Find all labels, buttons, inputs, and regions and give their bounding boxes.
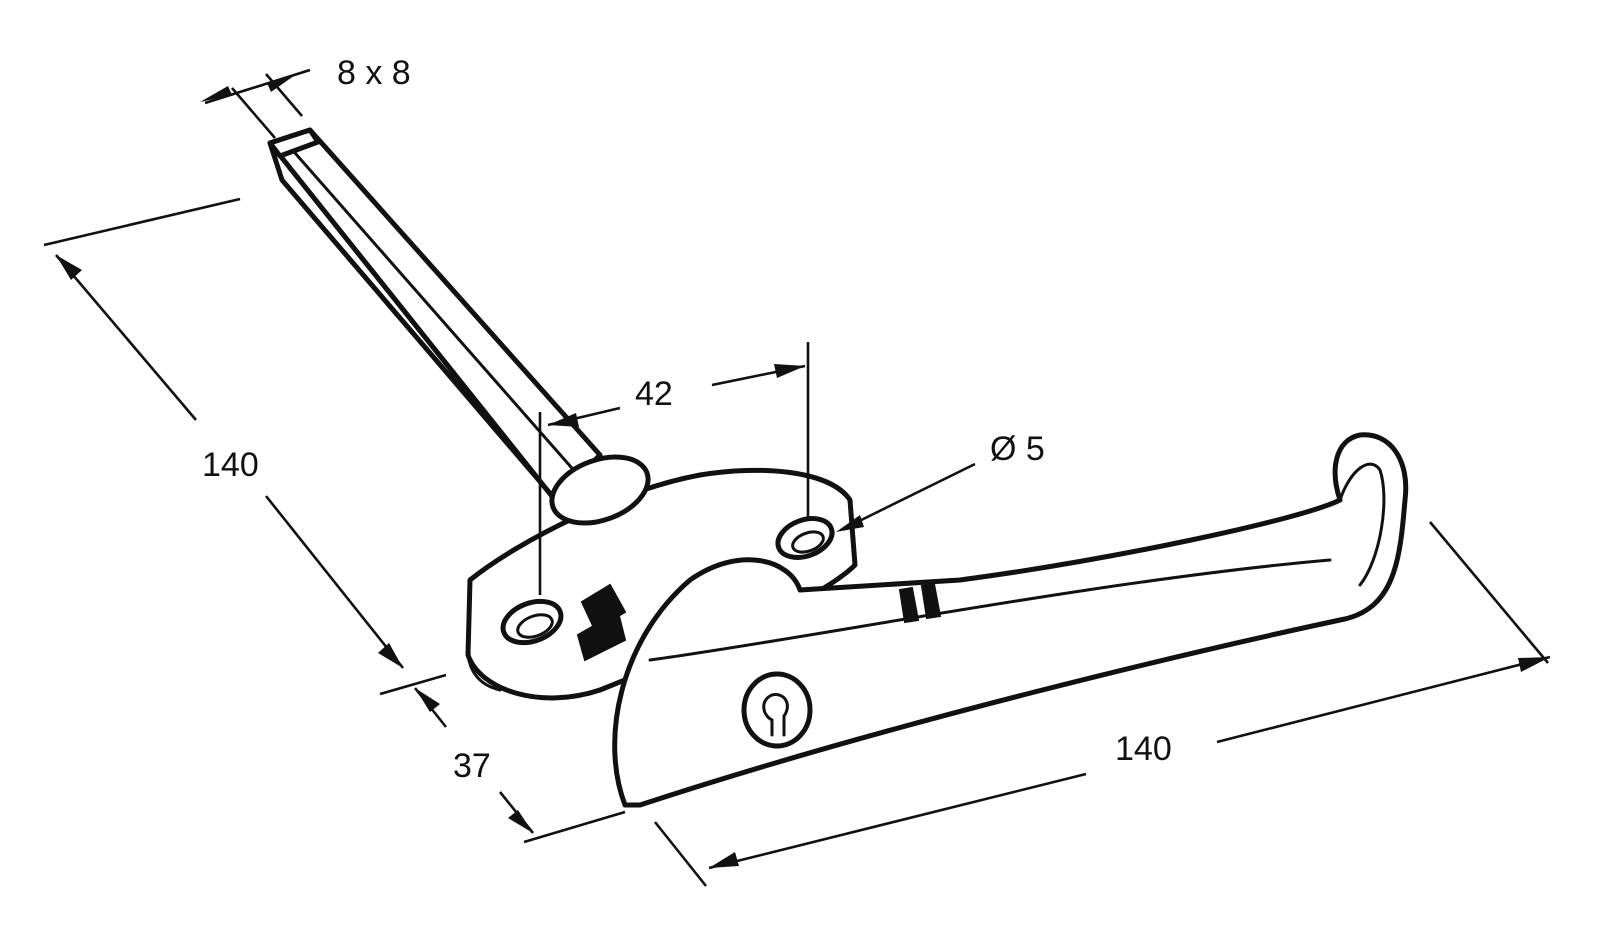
square-shaft [267,127,603,508]
dimension-base-depth: 37 [413,687,626,844]
keyhole-icon [762,693,789,737]
dimension-handle-length: 140 [653,521,1551,887]
lever-handle [612,432,1409,808]
dim-shaft-length-label: 140 [202,446,259,484]
dim-hole-diameter-label: Ø 5 [990,430,1045,468]
keyhole-escutcheon [741,671,813,749]
dim-shaft-section-label: 8 x 8 [337,54,411,92]
dimension-shaft-section: 8 x 8 [200,54,411,139]
dimension-shaft-length: 140 [43,197,447,696]
dimension-hole-spacing: 42 [538,342,810,595]
dimension-hole-diameter: Ø 5 [836,430,1045,532]
base-plate [465,454,858,701]
dim-hole-spacing-label: 42 [635,375,673,413]
dim-handle-length-label: 140 [1115,730,1172,768]
dim-base-depth-label: 37 [453,747,491,785]
